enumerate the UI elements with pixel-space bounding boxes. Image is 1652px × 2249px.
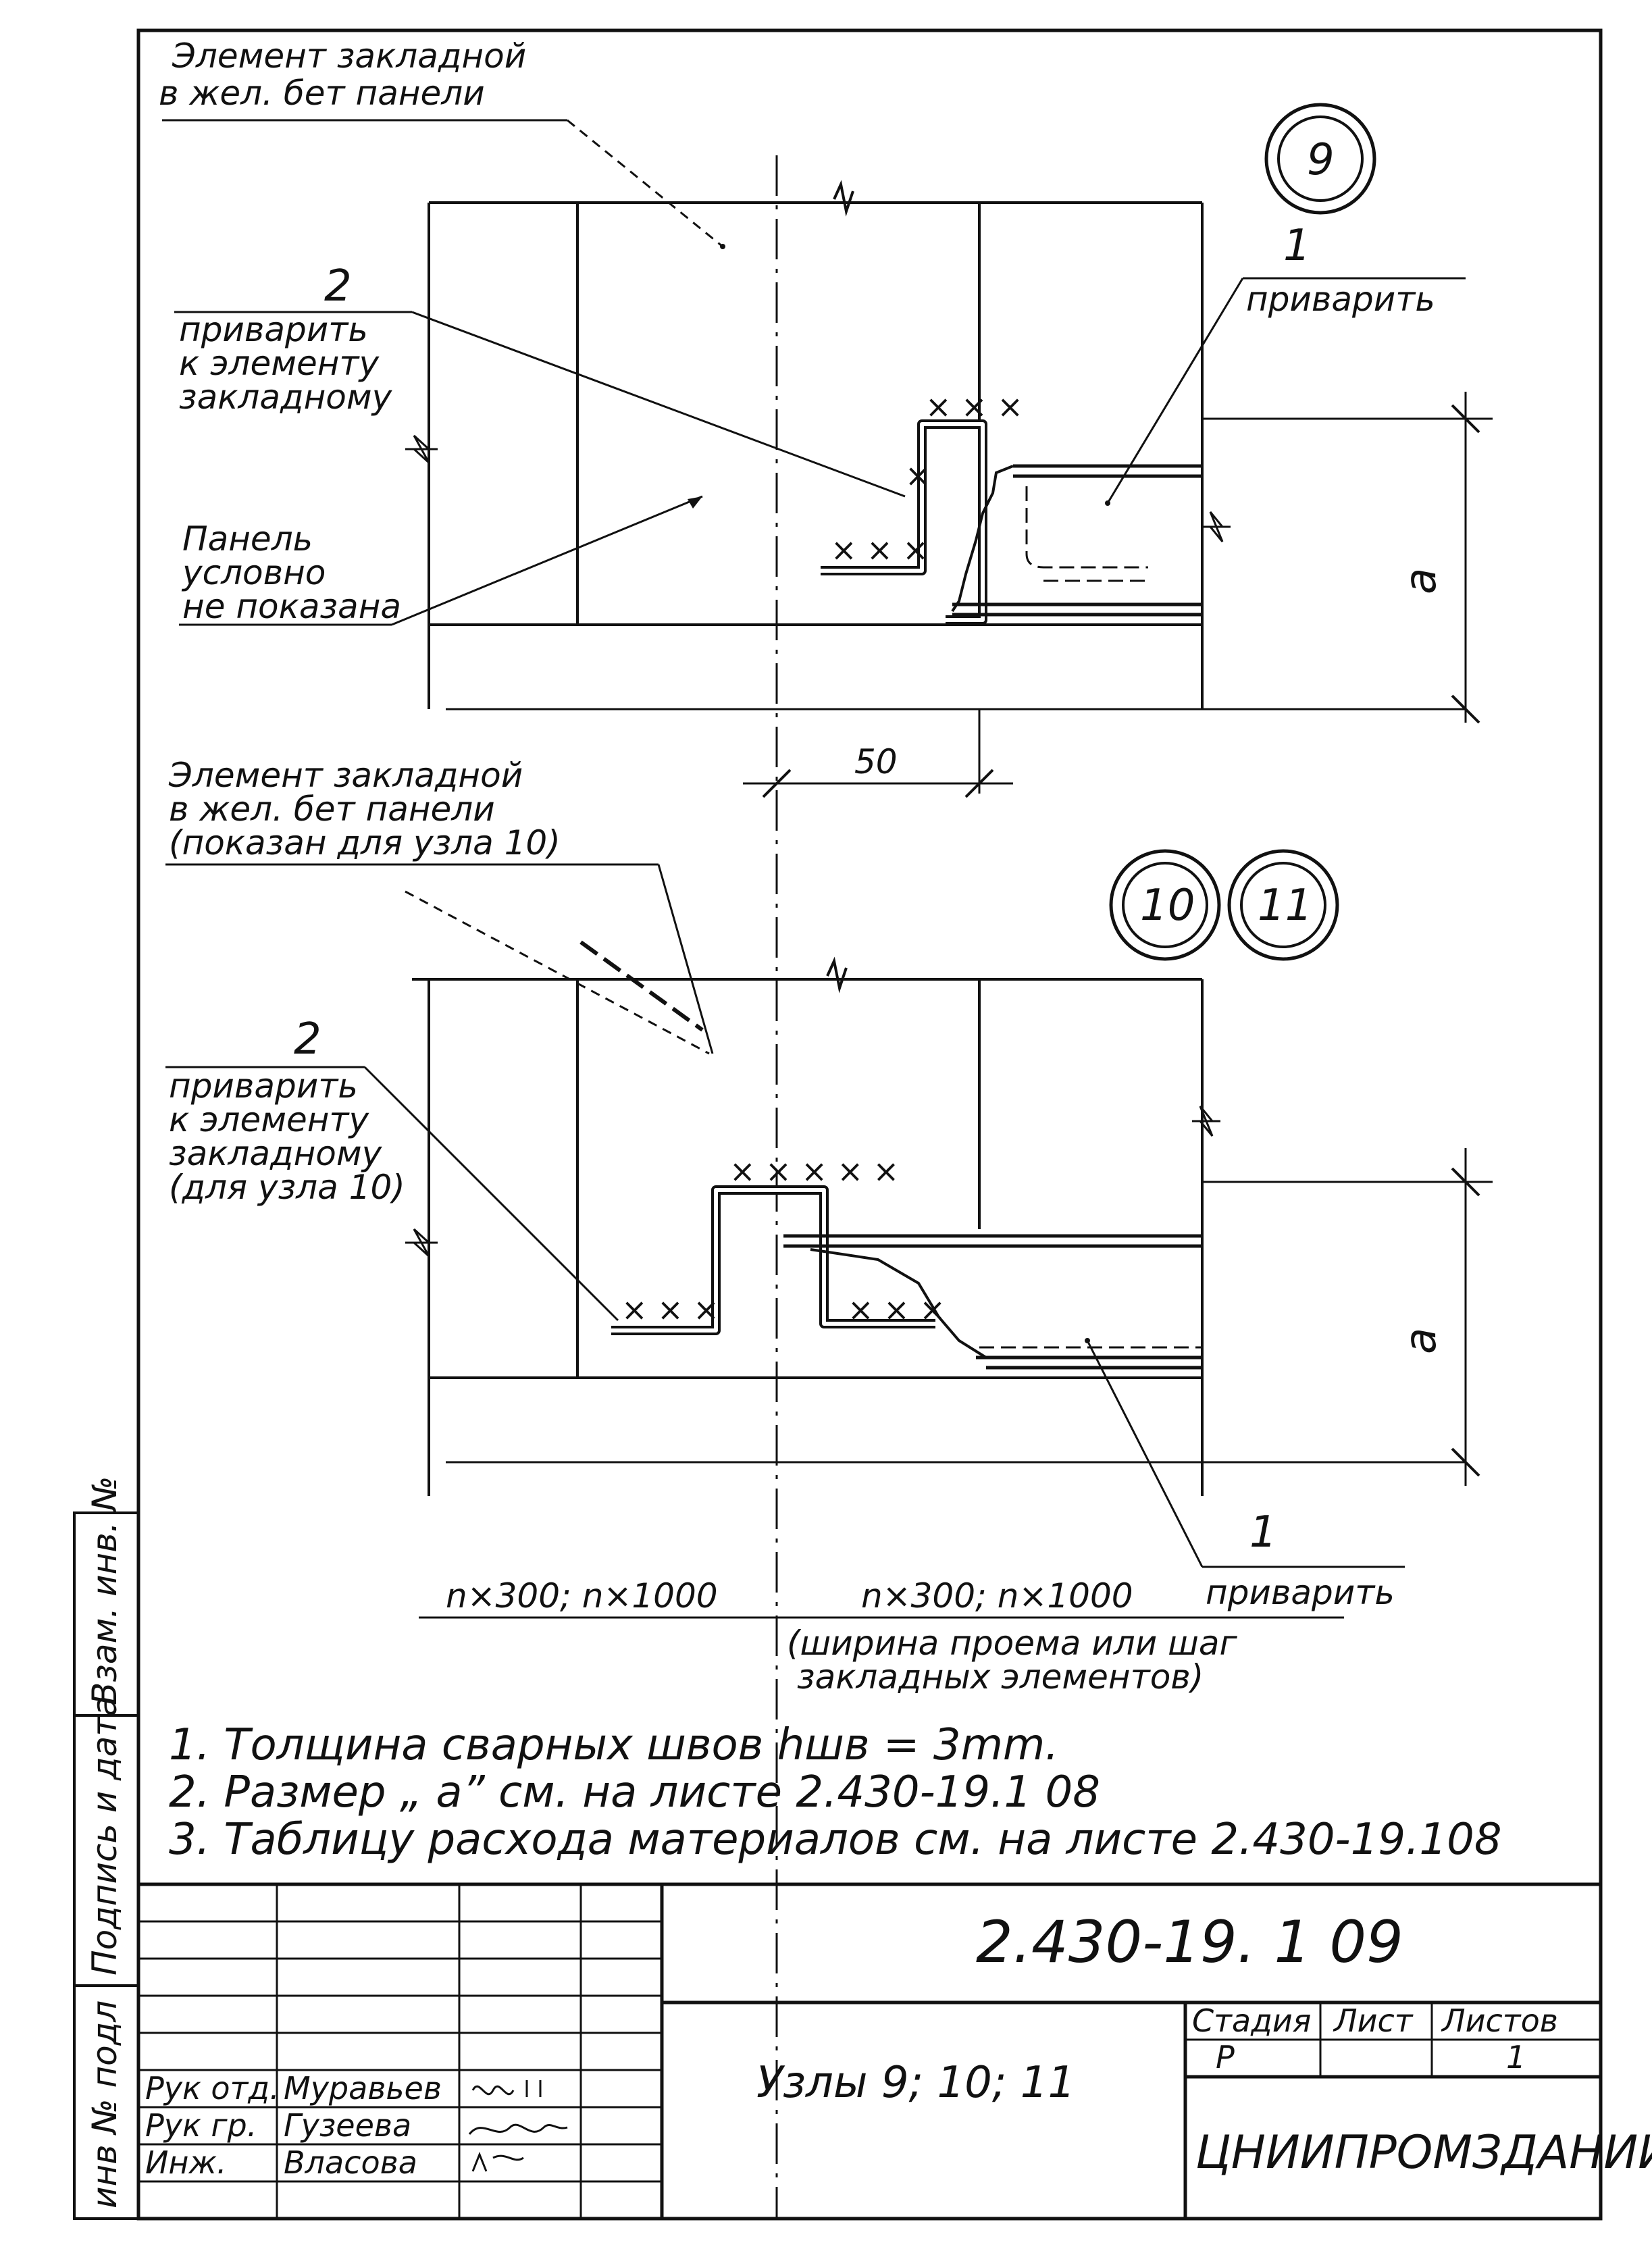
note-3: 3. Таблицу расхода материалов см. на лис… [169, 1815, 1502, 1865]
svg-text:× × ×: × × × [848, 1291, 946, 1328]
spacing-left: n×300; n×1000 [446, 1576, 718, 1615]
note-2: 2. Размер „ а” см. на листе 2.430-19.1 0… [169, 1767, 1100, 1817]
svg-text:× × ×: × × × [925, 388, 1023, 425]
title-block: 2.430-19. 1 09 Узлы 9; 10; 11 Стадия Лис… [138, 1882, 1652, 2219]
spacing-note-1: (ширина проема или шаг [787, 1624, 1237, 1663]
node-marker-11: 11 [1227, 849, 1339, 961]
spacing-right: n×300; n×1000 [861, 1576, 1133, 1615]
name-3: Власова [284, 2144, 417, 2181]
node9-panel-note-2: условно [181, 553, 326, 592]
name-2: Гузеева [284, 2107, 411, 2144]
node9-embedded-label-2: в жел. бет панели [159, 74, 485, 113]
svg-text:× × ×: × × × [621, 1291, 719, 1328]
node10-item2-text-4: (для узла 10) [169, 1168, 405, 1207]
note-1: 1. Толщина сварных швов hшв = 3mm. [169, 1720, 1059, 1770]
node-marker-10-number: 10 [1140, 881, 1195, 931]
sheet-frame [73, 28, 1603, 2221]
node10-item2-text-3: закладному [169, 1134, 383, 1173]
title-doc-code: 2.430-19. 1 09 [976, 1909, 1403, 1976]
title-sheets: 1 [1506, 2039, 1526, 2075]
node10-item1-number: 1 [1249, 1507, 1277, 1557]
node9-item2-text-2: к элементу [179, 344, 380, 383]
node-9-detail: Элемент закладной в жел. бет панели 9 × … [159, 36, 1493, 2219]
role-3: Инж. [145, 2144, 227, 2181]
side-stamp-inv: инв № подл [85, 2000, 124, 2208]
node-10-11-detail: Элемент закладной в жел. бет панели (пок… [165, 756, 1493, 1612]
title-sheets-header: Листов [1441, 2002, 1558, 2039]
title-stage: Р [1216, 2039, 1235, 2075]
title-stage-header: Стадия [1192, 2002, 1311, 2039]
svg-text:× × ×: × × × [831, 532, 929, 568]
node9-dim-a: а [1396, 568, 1446, 594]
node9-item2-number: 2 [324, 261, 352, 311]
title-sheet-header: Лист [1333, 2002, 1414, 2039]
node9-panel-note-3: не показана [182, 587, 401, 626]
node9-item2-text-1: приварить [179, 310, 368, 349]
node10-item2-text-1: приварить [169, 1066, 358, 1106]
node9-item1-number: 1 [1283, 221, 1311, 271]
node10-item2-text-2: к элементу [169, 1100, 370, 1139]
node9-item1-text: приварить [1246, 280, 1435, 319]
node9-panel-note-1: Панель [182, 519, 313, 559]
spacing-dimensions: n×300; n×1000 n×300; n×1000 (ширина прое… [419, 1576, 1344, 1697]
svg-text:× × × × ×: × × × × × [729, 1153, 899, 1189]
spacing-note-2: закладных элементов) [797, 1657, 1204, 1697]
node-marker-9: 9 [1264, 103, 1376, 215]
node-marker-9-number: 9 [1307, 135, 1335, 185]
role-2: Рук гр. [145, 2107, 257, 2144]
title-org: ЦНИИПРОМЗДАНИЙ [1195, 2125, 1652, 2179]
node10-item2-number: 2 [294, 1014, 321, 1064]
node9-embedded-label-1: Элемент закладной [172, 36, 526, 76]
node9-item2-text-3: закладному [179, 378, 393, 417]
node10-embedded-label-3: (показан для узла 10) [169, 823, 561, 862]
side-stamp-vzam: Взам. инв. № [85, 1476, 124, 1705]
node-marker-10: 10 [1109, 849, 1221, 961]
side-stamp-podpis: Подпись и дата [85, 1696, 124, 1975]
node10-embedded-label-2: в жел. бет панели [169, 790, 495, 829]
node-marker-11-number: 11 [1258, 881, 1312, 931]
role-1: Рук отд. [145, 2070, 280, 2106]
node10-dim-a: а [1396, 1328, 1446, 1354]
signature-3 [471, 2151, 524, 2172]
signature-1 [471, 2080, 542, 2097]
side-stamp: Взам. инв. № Подпись и дата инв № подл [85, 1476, 124, 2208]
name-1: Муравьев [284, 2070, 442, 2106]
svg-text:×: × [905, 457, 931, 494]
signature-2 [468, 2123, 568, 2135]
node10-embedded-label-1: Элемент закладной [168, 756, 523, 795]
dim-50: 50 [854, 742, 898, 781]
general-notes: 1. Толщина сварных швов hшв = 3mm. 2. Ра… [169, 1720, 1502, 1865]
title-text: Узлы 9; 10; 11 [756, 2058, 1075, 2108]
node10-item1-text: приварить [1206, 1573, 1395, 1612]
